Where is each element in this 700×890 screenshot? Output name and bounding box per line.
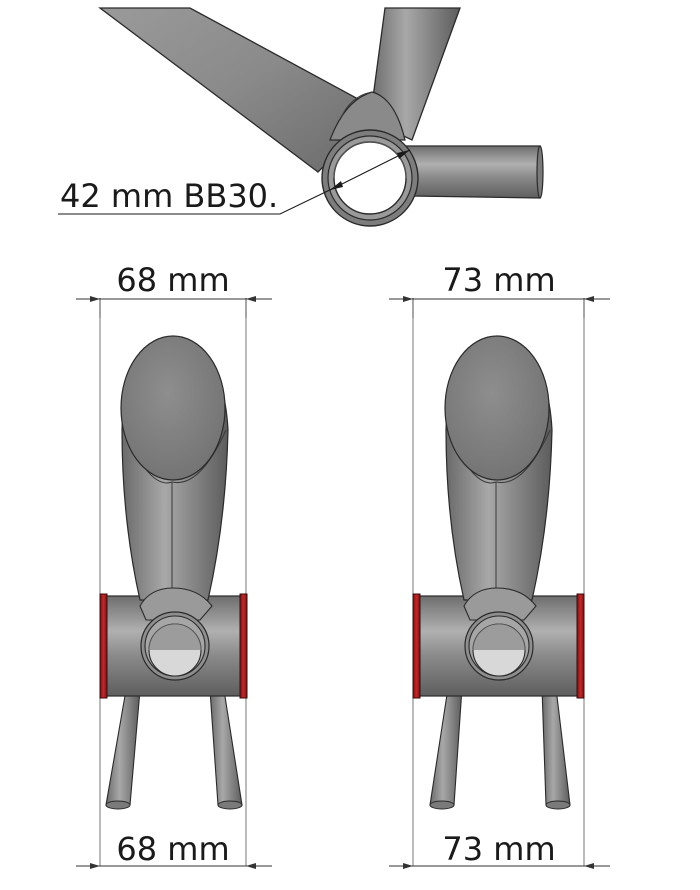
chainstay xyxy=(404,145,541,199)
down-tube xyxy=(98,7,361,173)
bb-diameter-line xyxy=(329,149,411,191)
left-cup-right xyxy=(239,593,248,699)
left-bottom-width-label: 68 mm xyxy=(116,830,229,868)
bb-68mm-front-view: 68 mm 68 mm xyxy=(76,261,272,869)
bb-shell-side-view: 42 mm BB30. xyxy=(58,7,544,227)
seat-tube xyxy=(369,7,461,141)
left-cup-left xyxy=(99,593,108,699)
bb-73mm-front-view: 73 mm 73 mm xyxy=(389,261,610,869)
right-down-tube-end xyxy=(444,335,550,481)
left-top-width-label: 68 mm xyxy=(116,261,229,299)
right-top-width-label: 73 mm xyxy=(442,261,555,299)
right-bottom-width-label: 73 mm xyxy=(442,830,555,868)
right-cup-left xyxy=(412,593,421,699)
bb-diameter-label: 42 mm BB30. xyxy=(60,177,278,215)
bb-diameter-leader xyxy=(58,185,339,215)
right-cup-right xyxy=(576,593,585,699)
left-down-tube-end xyxy=(120,335,226,481)
